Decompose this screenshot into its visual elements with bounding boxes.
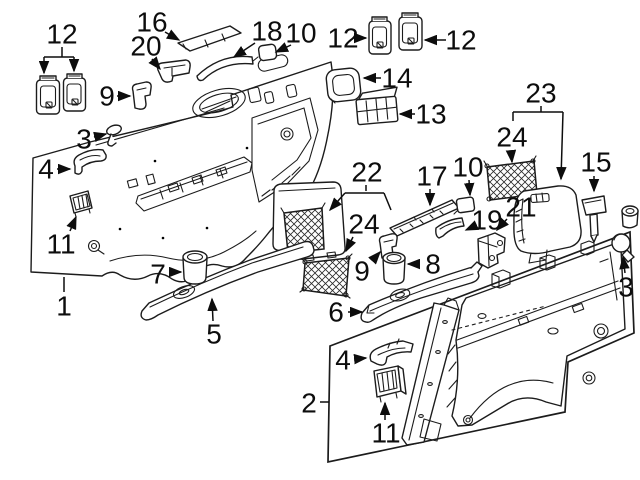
clip-10-center [453,196,476,215]
tray-19 [435,217,465,239]
callout-label-17: 17 [416,161,447,192]
callout-label-4-left: 4 [38,154,54,185]
trim-strip-18 [196,55,254,82]
leader-5 [207,297,218,322]
callout-label-12-mid: 12 [327,23,358,54]
bracket-21 [477,232,506,269]
callout-label-1: 1 [56,291,72,322]
leader-9-center [368,250,381,265]
callout-label-13: 13 [415,99,446,130]
window-switch-b [62,73,87,112]
panel-rail [135,156,253,212]
leader-3-left [93,131,108,143]
callout-label-10-top: 10 [285,18,316,49]
plug-right [621,205,639,229]
stowage-net-24-center [299,253,353,299]
vent-13 [355,86,399,126]
callout-label-11-left: 11 [46,229,75,260]
clip-15 [581,195,607,243]
callout-label-3-right: 3 [618,272,634,303]
callout-label-22: 22 [351,157,382,188]
pull-handle-4-bottom [369,338,414,366]
pillar-trim-inner [401,297,460,446]
callout-label-3-left: 3 [76,124,92,155]
callout-label-18: 18 [251,16,282,47]
leader-3-right [619,255,630,274]
leader-24-center [345,236,357,253]
leader-24-right [505,149,517,164]
leader-23 [556,111,567,181]
callout-label-24-right: 24 [496,122,527,153]
armrest-6 [360,261,483,323]
leader-16 [164,29,181,41]
callout-label-8: 8 [425,249,441,280]
leader-11-left [66,215,77,232]
callout-label-9-center: 9 [354,256,370,287]
window-switch-c [368,16,392,55]
main-trim-body [446,240,626,427]
sill-plate-17 [389,199,460,237]
leader-22 [383,192,392,211]
callout-label-15: 15 [580,147,611,178]
leader-22 [329,192,346,212]
callout-label-24-center: 24 [348,209,379,240]
callout-label-7: 7 [150,259,166,290]
bezel-14 [325,67,362,104]
leader-18 [232,42,256,58]
callout-label-12-right: 12 [445,25,476,56]
callout-label-6: 6 [328,297,344,328]
armrest-5 [140,240,315,321]
clip-9-left [131,81,152,110]
callout-label-9-left: 9 [99,81,115,112]
garnish-molding-16 [177,25,242,52]
leader-4-bottom [353,353,368,365]
cup-holder-7 [182,250,208,285]
callout-label-5: 5 [206,319,222,350]
callout-label-10-center: 10 [452,152,483,183]
pillar-trim-23 [513,185,582,264]
callout-label-21: 21 [505,192,536,223]
grate-11-bottom [373,365,407,403]
speaker-grille [192,87,246,119]
callout-label-20: 20 [130,31,161,62]
window-switch-d [398,12,423,51]
leader-21 [495,217,509,232]
leader-19 [464,220,480,231]
quarter-trim-panel-right [401,240,626,446]
callout-label-19: 19 [471,205,502,236]
window-switch-a [35,75,61,115]
leader-10-center [463,179,475,197]
leader-10-top [274,42,292,53]
pull-handle-4-left [73,148,107,175]
callout-label-14: 14 [381,63,412,94]
grate-11-left [69,190,93,218]
callout-label-23: 23 [525,78,556,109]
cup-holder-8 [382,251,406,285]
callout-label-11-bottom: 11 [371,418,400,449]
callout-label-16: 16 [136,7,167,38]
net-trim-panel-22 [272,181,346,262]
bracket-20 [156,59,191,83]
stowage-net-on-panel [283,207,325,254]
callout-label-12-topleft: 12 [46,19,77,50]
leader-20 [148,56,161,71]
callout-label-4-bottom: 4 [335,345,351,376]
callout-label-2: 2 [301,388,317,419]
